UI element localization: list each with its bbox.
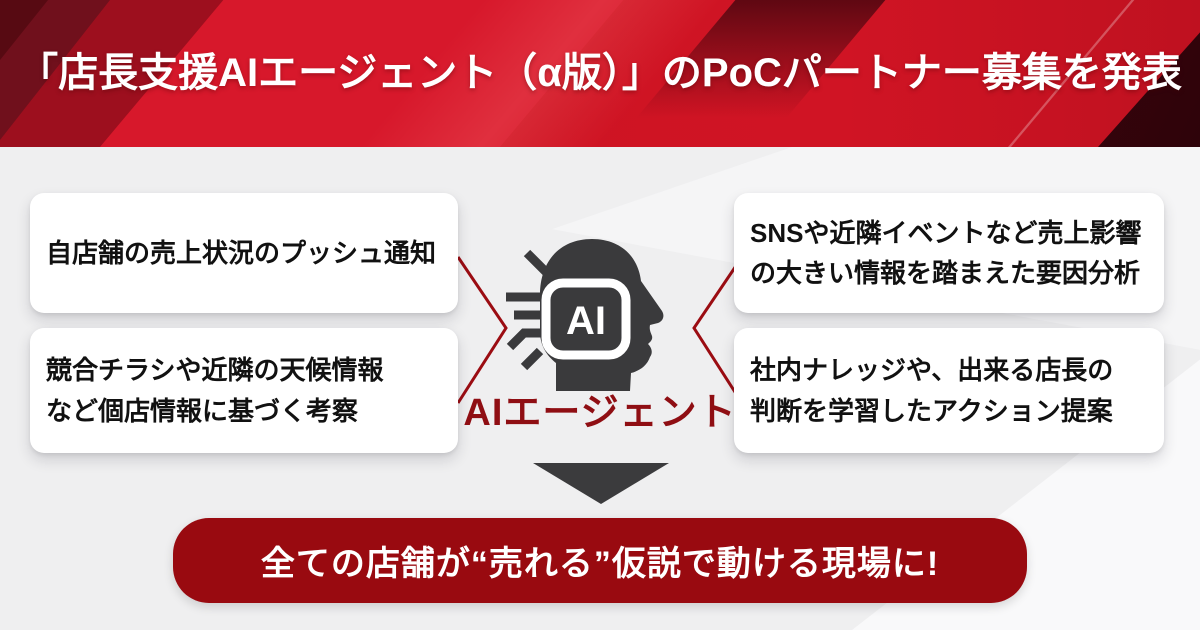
ai-agent-label: AIエージェント xyxy=(463,392,737,434)
down-arrow-shape xyxy=(533,463,669,504)
circuit-traces xyxy=(506,249,550,371)
chevron-left-connector-right-side xyxy=(692,256,744,404)
feature-box-action-proposal: 社内ナレッジや、出来る店長の 判断を学習したアクション提案 xyxy=(734,328,1164,453)
feature-box-text: 社内ナレッジや、出来る店長の 判断を学習したアクション提案 xyxy=(750,355,1114,426)
down-arrow-icon xyxy=(533,463,669,504)
conclusion-text: 全ての店舗が“売れる”仮説で動ける現場に! xyxy=(260,545,940,583)
ai-head-icon: AI xyxy=(506,239,664,391)
header-banner: 「店長支援AIエージェント（α版）」のPoCパートナー募集を発表 xyxy=(0,0,1200,147)
ai-chip-label: AI xyxy=(566,299,606,343)
chevron-right-connector-left-side xyxy=(456,256,508,404)
feature-box-local-insight: 競合チラシや近隣の天候情報 など個店情報に基づく考察 xyxy=(30,328,458,453)
feature-box-text: SNSや近隣イベントなど売上影響 の大きい情報を踏まえた要因分析 xyxy=(750,217,1142,288)
feature-box-text: 競合チラシや近隣の天候情報 など個店情報に基づく考察 xyxy=(46,355,384,426)
conclusion-banner: 全ての店舗が“売れる”仮説で動ける現場に! xyxy=(173,518,1027,603)
feature-box-factor-analysis: SNSや近隣イベントなど売上影響 の大きい情報を踏まえた要因分析 xyxy=(734,193,1164,313)
feature-box-push-notification: 自店舗の売上状況のプッシュ通知 xyxy=(30,193,458,313)
page-title: 「店長支援AIエージェント（α版）」のPoCパートナー募集を発表 xyxy=(18,51,1182,95)
diagram-area: 自店舗の売上状況のプッシュ通知 競合チラシや近隣の天候情報 など個店情報に基づく… xyxy=(0,147,1200,630)
connector-lines xyxy=(456,256,744,404)
feature-box-text: 自店舗の売上状況のプッシュ通知 xyxy=(46,237,437,268)
ai-chip-frame xyxy=(541,278,631,360)
